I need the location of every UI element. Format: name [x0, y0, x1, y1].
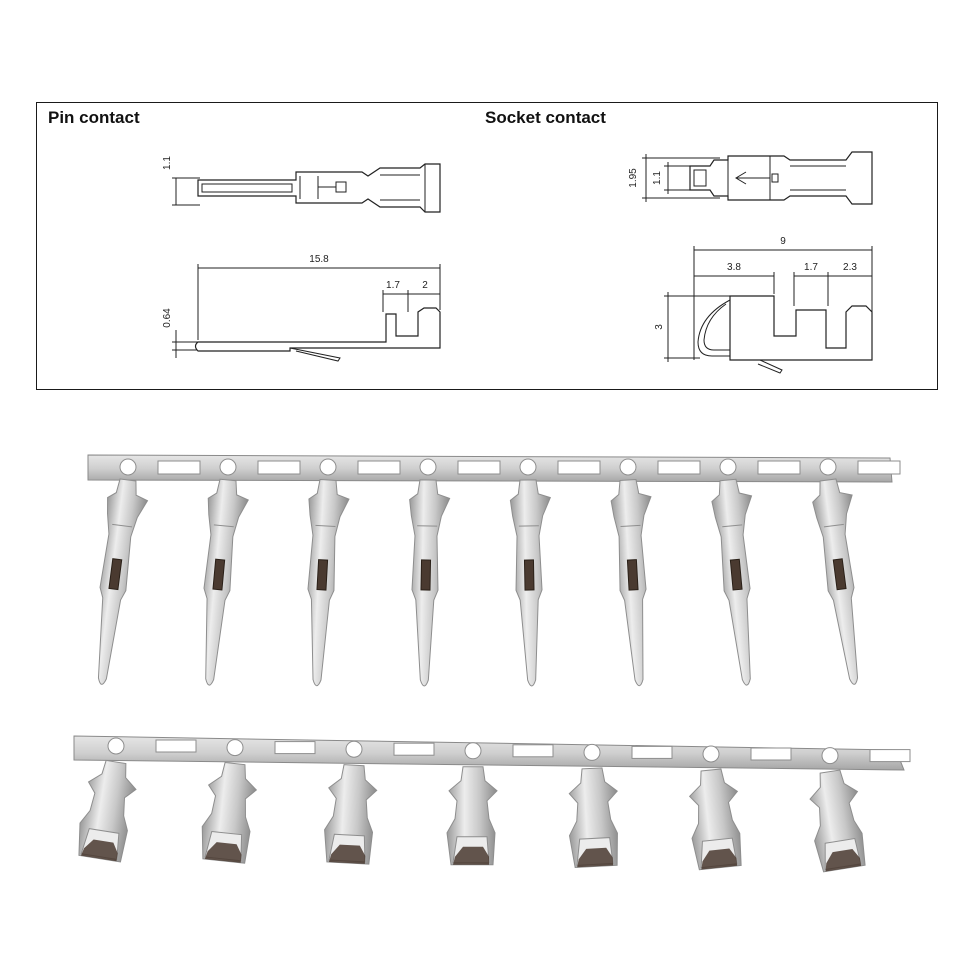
- carrier-hole: [226, 739, 244, 757]
- carrier-hole: [107, 737, 125, 755]
- socket-contact: [446, 766, 498, 866]
- pin-contact-strip-photo: [87, 454, 901, 687]
- pin-contact: [610, 479, 652, 687]
- pin-height-label: 1.1: [162, 156, 173, 170]
- carrier-slot: [157, 460, 201, 475]
- pin-contact: [409, 479, 451, 687]
- carrier-hole: [821, 747, 839, 765]
- pin-crimp-1-label: 1.7: [386, 280, 400, 291]
- carrier-slot: [274, 741, 316, 755]
- socket-outer-height-label: 1.95: [628, 168, 639, 188]
- pin-contact-heading: Pin contact: [48, 108, 140, 127]
- socket-crimp-2-label: 2.3: [843, 262, 857, 273]
- carrier-hole: [319, 458, 337, 476]
- carrier-slot: [869, 749, 911, 763]
- socket-top-view: [642, 151, 873, 205]
- carrier-hole: [345, 740, 363, 758]
- carrier-slot: [512, 744, 554, 758]
- carrier-hole: [719, 458, 737, 476]
- carrier-slot: [631, 745, 673, 759]
- socket-contact: [324, 764, 378, 865]
- socket-contact: [78, 759, 137, 863]
- pin-contact: [97, 478, 149, 685]
- carrier-slot: [857, 460, 901, 475]
- carrier-hole: [619, 458, 637, 476]
- carrier-slot: [557, 460, 601, 475]
- socket-contact-heading: Socket contact: [485, 108, 606, 127]
- socket-contact: [809, 769, 866, 873]
- pin-contact: [203, 478, 249, 686]
- carrier-hole: [119, 458, 137, 476]
- socket-inner-height-label: 1.1: [652, 171, 663, 185]
- socket-contact: [201, 762, 258, 864]
- carrier-slot: [357, 460, 401, 475]
- carrier-slot: [155, 739, 197, 753]
- socket-length-label: 9: [780, 236, 786, 247]
- socket-contact: [568, 767, 618, 868]
- carrier-slot: [657, 460, 701, 475]
- carrier-hole: [583, 743, 601, 761]
- carrier-hole: [464, 742, 482, 760]
- carrier-hole: [419, 458, 437, 476]
- socket-side-height-label: 3: [654, 324, 665, 330]
- pin-crimp-2-label: 2: [422, 280, 428, 291]
- pin-contact: [711, 478, 753, 686]
- carrier-slot: [257, 460, 301, 475]
- pin-contact: [307, 479, 350, 687]
- pin-length-label: 15.8: [309, 254, 329, 265]
- pin-top-view: [172, 163, 441, 213]
- socket-crimp-1-label: 1.7: [804, 262, 818, 273]
- carrier-hole: [702, 745, 720, 763]
- carrier-hole: [219, 458, 237, 476]
- carrier-slot: [757, 460, 801, 475]
- pin-side-view: [172, 264, 441, 362]
- socket-contact-strip-photo: [73, 735, 911, 873]
- socket-contact: [688, 768, 742, 871]
- carrier-slot: [457, 460, 501, 475]
- carrier-hole: [519, 458, 537, 476]
- carrier-slot: [393, 742, 435, 756]
- pin-contact: [812, 478, 859, 685]
- pin-thickness-label: 0.64: [162, 308, 173, 328]
- carrier-hole: [819, 458, 837, 476]
- pin-contact: [509, 479, 552, 687]
- socket-side-view: [664, 246, 873, 374]
- carrier-slot: [750, 747, 792, 761]
- socket-front-label: 3.8: [727, 262, 741, 273]
